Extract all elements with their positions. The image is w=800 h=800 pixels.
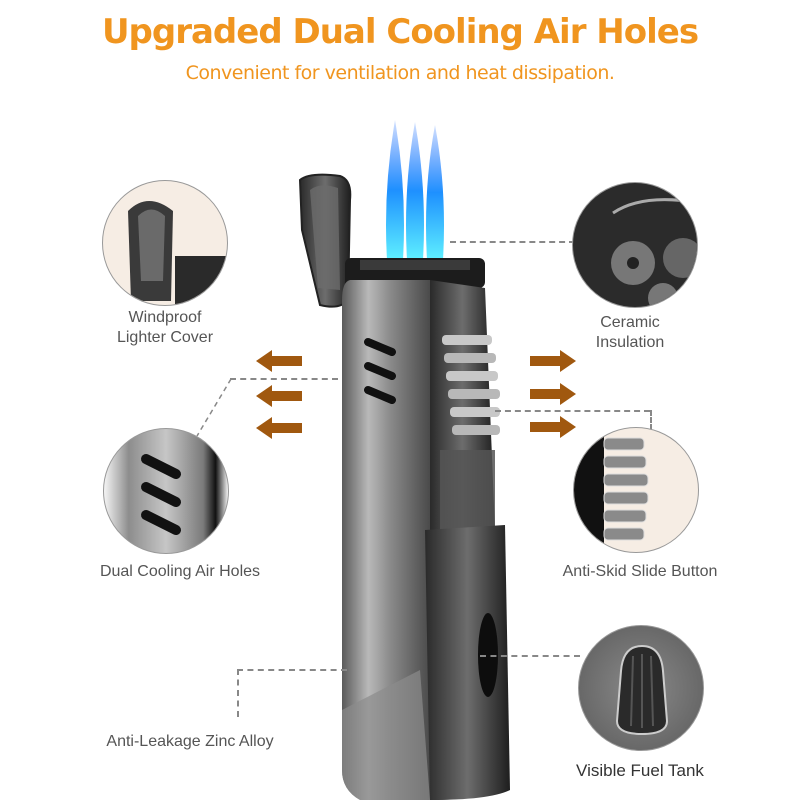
heat-arrow-right-icon <box>530 383 576 405</box>
air-holes-image <box>103 428 229 554</box>
windproof-cover-image <box>102 180 228 306</box>
page-title: Upgraded Dual Cooling Air Holes <box>101 12 699 52</box>
page-subtitle: Convenient for ventilation and heat diss… <box>185 62 615 84</box>
connector-line <box>237 669 239 717</box>
slide-button-label: Anti-Skid Slide Button <box>562 563 718 580</box>
anti-skid-ridges-icon <box>574 428 649 552</box>
air-holes-icon <box>364 338 396 404</box>
heat-arrow-left-icon <box>256 417 302 439</box>
connector-line <box>480 655 580 657</box>
slide-button-image <box>573 427 699 553</box>
connector-line <box>237 669 347 671</box>
heat-arrow-right-icon <box>530 416 576 438</box>
connector-line <box>495 410 650 412</box>
windproof-label: Windproof Lighter Cover <box>116 309 214 346</box>
flame-icon <box>386 120 444 260</box>
lighter-cover-icon <box>128 201 227 305</box>
connector-line <box>196 378 232 437</box>
heat-arrow-left-icon <box>256 350 302 372</box>
ceramic-insulation-image <box>572 182 698 308</box>
lighter-product-image <box>298 120 510 800</box>
connector-line <box>450 241 575 243</box>
connector-line <box>650 410 652 430</box>
air-holes-closeup-icon <box>141 454 181 535</box>
zinc-alloy-label: Anti-Leakage Zinc Alloy <box>106 733 274 750</box>
ceramic-label: Ceramic Insulation <box>595 314 665 351</box>
fuel-tank-image <box>578 625 704 751</box>
fuel-tank-label: Visible Fuel Tank <box>576 761 704 780</box>
fuel-window-closeup-icon <box>615 644 669 736</box>
air-holes-label: Dual Cooling Air Holes <box>99 563 261 580</box>
slide-button-icon <box>442 335 500 435</box>
heat-arrow-right-icon <box>530 350 576 372</box>
heat-arrow-left-icon <box>256 385 302 407</box>
ceramic-nozzle-icon <box>611 198 697 307</box>
connector-line <box>230 378 338 380</box>
